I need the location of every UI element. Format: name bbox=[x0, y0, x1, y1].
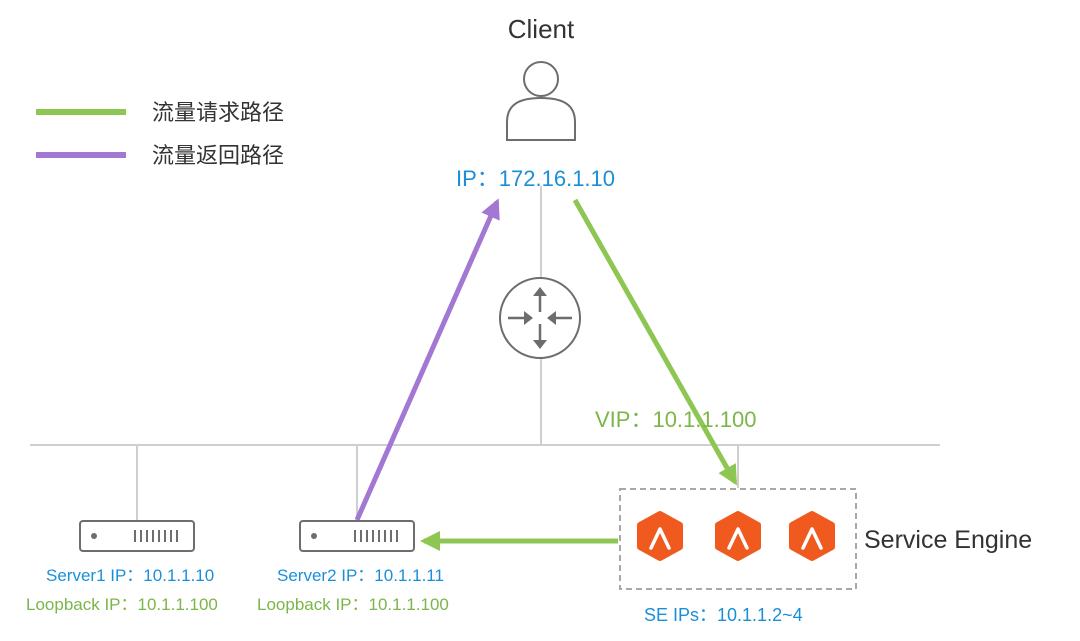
client-ip-label: IP：172.16.1.10 bbox=[456, 166, 615, 191]
service-engine-icon bbox=[715, 511, 761, 561]
traffic-paths bbox=[354, 198, 738, 551]
service-engine-icon bbox=[789, 511, 835, 561]
server-icon bbox=[79, 520, 195, 552]
server2-loopback-label: Loopback IP：10.1.1.100 bbox=[257, 595, 449, 614]
service-engine-name: Service Engine bbox=[864, 526, 1032, 554]
service-engine-group: Service Engine SE IPs：10.1.1.2~4 bbox=[619, 488, 1032, 625]
legend-return-label: 流量返回路径 bbox=[152, 144, 284, 169]
user-icon bbox=[506, 61, 576, 141]
network-lines bbox=[30, 186, 940, 520]
client: Client IP：172.16.1.10 bbox=[456, 14, 615, 191]
request-path-client-to-se bbox=[572, 198, 738, 486]
se-ips-label: SE IPs：10.1.1.2~4 bbox=[644, 605, 803, 625]
return-path-server2-to-client bbox=[354, 198, 500, 522]
vip-label: VIP：10.1.1.100 bbox=[595, 407, 756, 432]
client-name: Client bbox=[508, 14, 575, 44]
legend: 流量请求路径 流量返回路径 bbox=[36, 101, 284, 169]
server2-ip-label: Server2 IP：10.1.1.11 bbox=[277, 566, 444, 585]
server1-loopback-label: Loopback IP：10.1.1.100 bbox=[26, 595, 218, 614]
router-icon bbox=[499, 277, 581, 359]
server-icon bbox=[299, 520, 415, 552]
service-engine-box bbox=[619, 488, 857, 590]
service-engine-icon bbox=[637, 511, 683, 561]
server-1: Server1 IP：10.1.1.10 Loopback IP：10.1.1.… bbox=[26, 520, 218, 614]
server-2: Server2 IP：10.1.1.11 Loopback IP：10.1.1.… bbox=[257, 520, 449, 614]
server1-ip-label: Server1 IP：10.1.1.10 bbox=[46, 566, 214, 585]
legend-request-label: 流量请求路径 bbox=[152, 101, 284, 126]
